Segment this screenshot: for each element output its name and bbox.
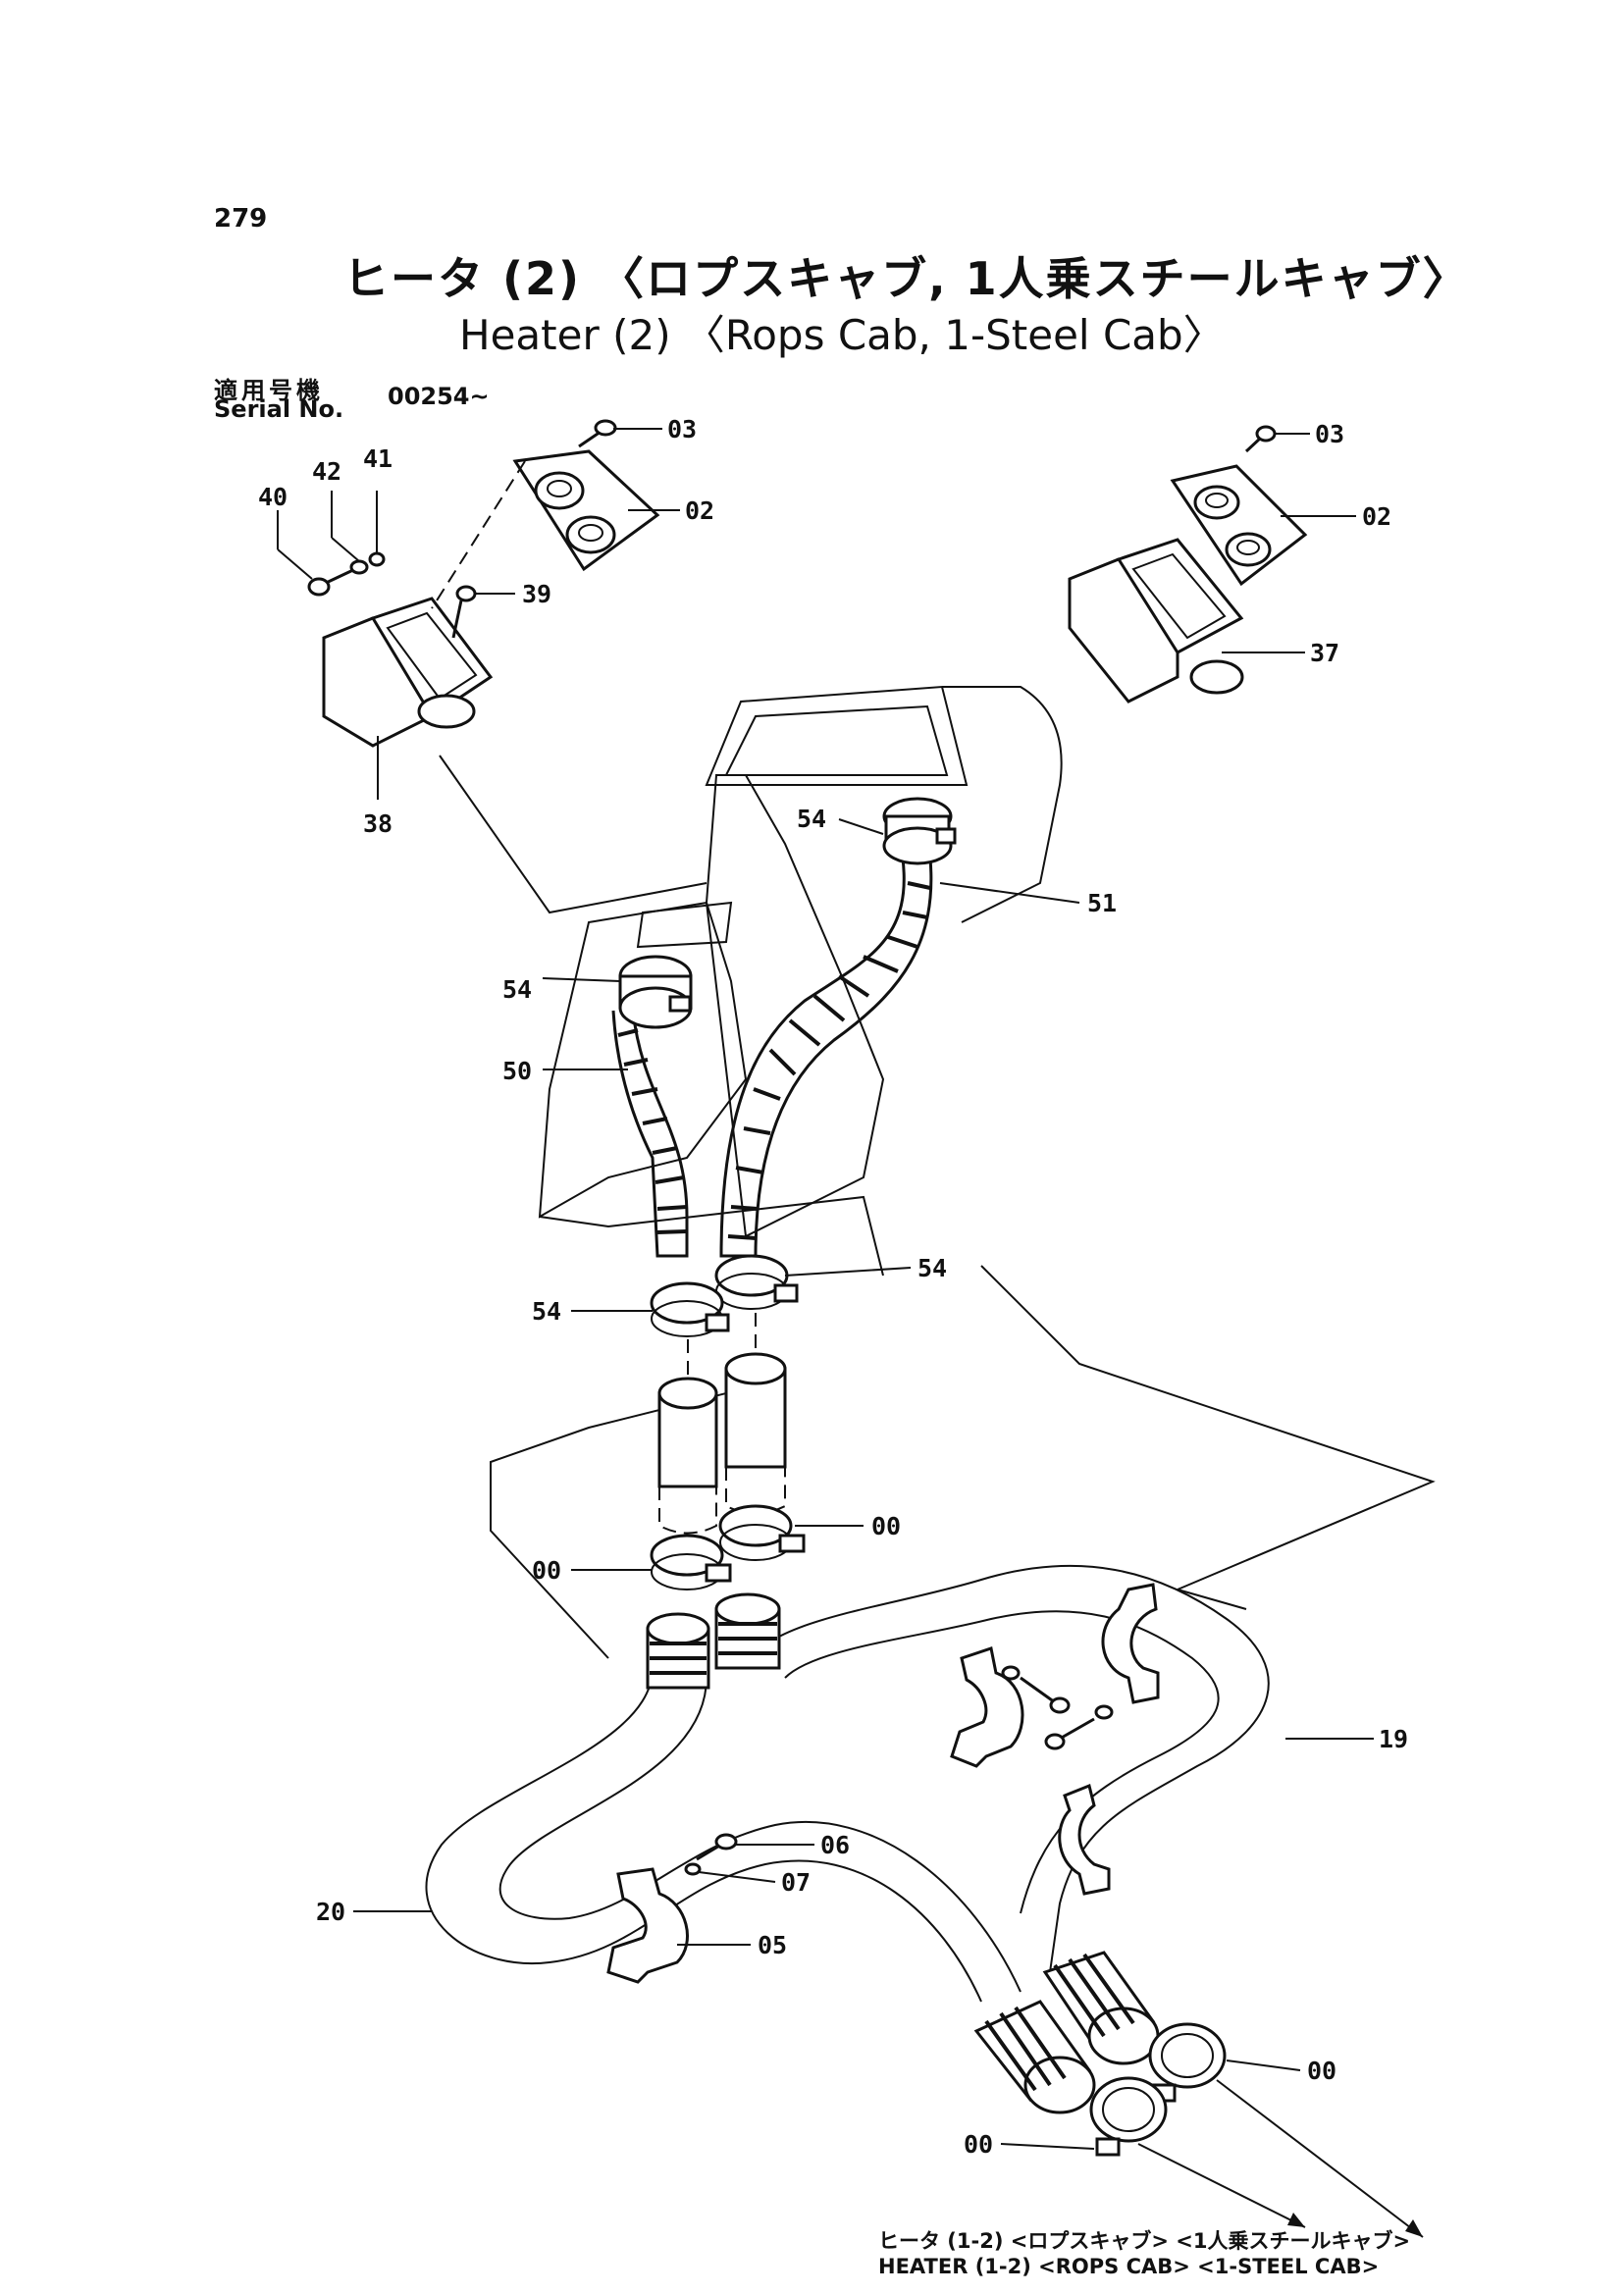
part-label-54: 54: [532, 1297, 561, 1326]
hose-clamp-icon-54-mid-left: [650, 1281, 730, 1337]
part-label-00: 00: [532, 1556, 561, 1585]
floor-outline: [1177, 1589, 1247, 1610]
arrow-head-icon: [1405, 2219, 1423, 2237]
part-label-00: 00: [964, 2130, 993, 2159]
part-label-03: 03: [1315, 420, 1344, 448]
hose-clamp-icon-54-top-left: [618, 955, 693, 1029]
part-label-06: 06: [820, 1831, 850, 1859]
screw-icon-03-left: [578, 419, 617, 448]
hose-clamp-icon-00-right: [718, 1504, 806, 1561]
hose-clamp-icon-00-left: [650, 1534, 732, 1590]
serial-label-japanese: 適用号機: [214, 377, 324, 404]
hose-clamp-icon-00-outlet-right: [1148, 2022, 1227, 2103]
washer-icon-42: [349, 559, 369, 575]
part-label-54: 54: [917, 1254, 947, 1282]
washer-icon-07: [684, 1862, 702, 1876]
continuation-arrow: [1137, 2143, 1306, 2228]
part-label-50: 50: [502, 1057, 532, 1085]
bolt-icon-clamp-right: [1044, 1704, 1114, 1750]
part-label-00: 00: [1307, 2057, 1336, 2085]
part-label-54: 54: [797, 805, 826, 833]
screw-icon-03-right: [1244, 425, 1277, 453]
cab-console: [538, 685, 1063, 1277]
part-label-41: 41: [363, 444, 393, 473]
cover-plate-right: [1170, 464, 1308, 587]
assembly-line: [431, 460, 526, 609]
duct-clamp-icon-05: [606, 1867, 689, 1984]
reference-note-english: HEATER (1-2) <ROPS CAB> <1-STEEL CAB>: [878, 2255, 1380, 2278]
reference-note-japanese: ヒータ (1-2) <ロプスキャブ> <1人乗スチールキャブ>: [878, 2229, 1411, 2253]
part-label-05: 05: [758, 1931, 787, 1959]
duct-clamp-lower-right: [1058, 1783, 1111, 1896]
flex-hose-51: [719, 858, 933, 1258]
part-label-07: 07: [781, 1868, 811, 1897]
duct-bracket-38: [322, 597, 494, 748]
part-label-40: 40: [258, 483, 288, 511]
continuation-arrow: [1216, 2079, 1424, 2238]
title-japanese: ヒータ (2) 〈ロプスキャブ, 1人乗スチールキャブ〉: [343, 252, 1470, 305]
floor-outline: [490, 1382, 766, 1659]
screw-icon-39: [451, 585, 477, 639]
part-label-54: 54: [502, 975, 532, 1004]
part-label-42: 42: [312, 457, 341, 486]
outlet-hose-left: [973, 2000, 1096, 2114]
leader-lines: [277, 428, 1374, 2150]
duct-bracket-37: [1068, 538, 1244, 704]
bolt-icon-06: [696, 1833, 738, 1861]
hose-clamp-icon-54-mid-right: [714, 1254, 799, 1310]
part-label-37: 37: [1310, 639, 1339, 667]
part-label-39: 39: [522, 580, 551, 608]
part-label-03: 03: [667, 415, 697, 443]
floor-outline: [980, 1265, 1436, 1590]
assembly-line: [439, 755, 707, 914]
part-label-51: 51: [1087, 889, 1117, 917]
bolt-icon-clamp-left: [1001, 1665, 1071, 1714]
hose-clamp-icon-00-outlet-left: [1089, 2076, 1168, 2157]
heater-duct-20: [425, 1612, 1022, 2003]
pipe-left: [657, 1377, 718, 1535]
title-english: Heater (2) 〈Rops Cab, 1-Steel Cab〉: [459, 311, 1225, 359]
washer-icon-41: [368, 551, 386, 567]
heater-duct-19: [714, 1564, 1270, 1973]
part-label-02: 02: [1362, 502, 1391, 531]
part-label-02: 02: [685, 496, 714, 525]
bolt-icon-40: [307, 567, 356, 597]
duct-clamp-upper-right: [1101, 1583, 1160, 1704]
hose-clamp-icon-54-top-right: [882, 797, 957, 865]
part-label-38: 38: [363, 809, 393, 838]
part-label-00: 00: [871, 1512, 901, 1540]
part-label-19: 19: [1379, 1725, 1408, 1753]
part-label-20: 20: [316, 1898, 345, 1926]
page-number: 279: [214, 204, 268, 234]
cover-plate-left: [512, 449, 660, 572]
serial-label-english: Serial No.: [214, 395, 344, 423]
pipe-right: [724, 1352, 787, 1515]
serial-number-value: 00254~: [388, 383, 490, 410]
flex-hose-50: [611, 1010, 689, 1258]
arrow-head-icon: [1287, 2213, 1305, 2227]
